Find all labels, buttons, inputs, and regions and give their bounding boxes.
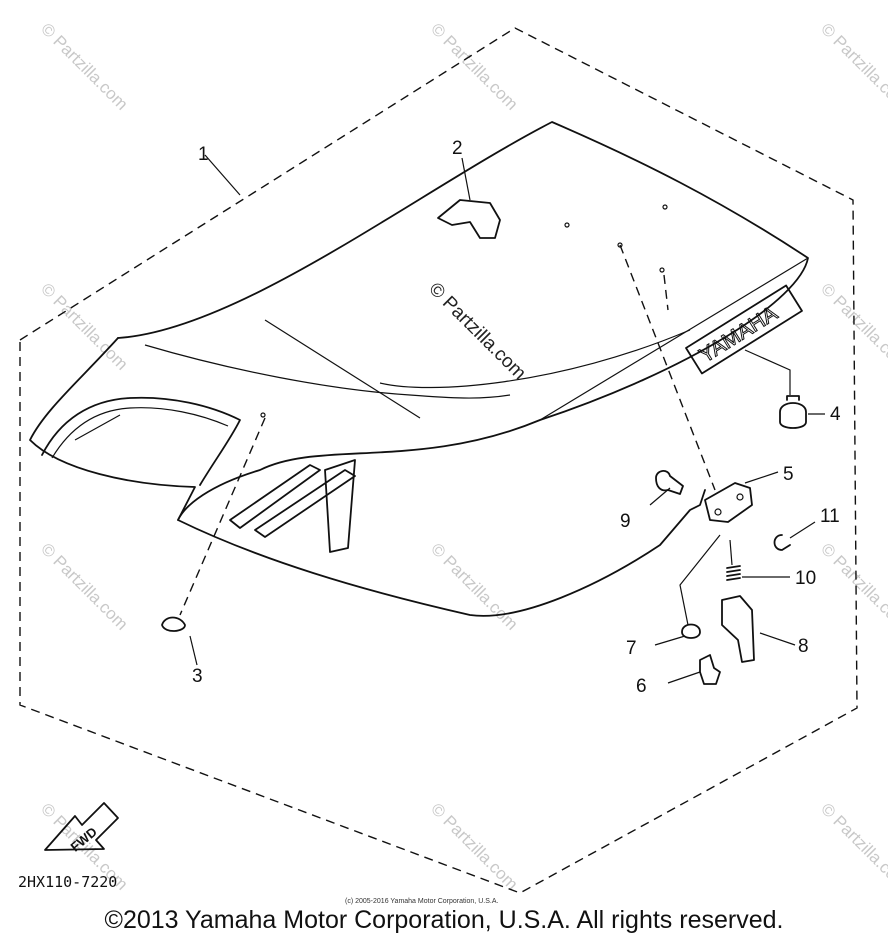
center-watermark: © Partzilla.com — [424, 279, 529, 384]
callout-9: 9 — [620, 511, 631, 532]
callout-1: 1 — [198, 144, 209, 165]
part-8-latch — [721, 595, 755, 663]
watermark: © Partzilla.com — [427, 539, 521, 633]
watermark: © Partzilla.com — [817, 539, 888, 633]
watermark: © Partzilla.com — [817, 19, 888, 113]
callout-7: 7 — [626, 638, 637, 659]
part-6-bolt — [699, 654, 721, 685]
watermark: © Partzilla.com — [427, 799, 521, 893]
watermark: © Partzilla.com — [37, 539, 131, 633]
assembly-boundary — [19, 27, 858, 894]
part-10-spring — [726, 565, 741, 581]
callout-8: 8 — [798, 636, 809, 657]
watermark: © Partzilla.com — [817, 799, 888, 893]
part-4-damper — [779, 395, 807, 429]
seat: YAMAHA — [29, 121, 809, 617]
diagram-part-number: 2HX110-7220 — [18, 873, 117, 891]
callout-6: 6 — [636, 676, 647, 697]
callouts: 1 2 3 4 5 6 7 8 9 10 11 — [192, 138, 841, 697]
footer-copyright: ©2013 Yamaha Motor Corporation, U.S.A. A… — [104, 906, 784, 934]
part-3-damper — [161, 616, 186, 632]
part-9-bolt — [655, 470, 684, 495]
yamaha-badge: YAMAHA — [685, 284, 803, 375]
callout-4: 4 — [830, 404, 841, 425]
callout-2: 2 — [452, 138, 463, 159]
watermark: © Partzilla.com — [37, 19, 131, 113]
part-11-clip — [773, 534, 791, 551]
callout-5: 5 — [783, 464, 794, 485]
watermark: © Partzilla.com — [37, 279, 131, 373]
callout-3: 3 — [192, 666, 203, 687]
watermark-layer: © Partzilla.com © Partzilla.com © Partzi… — [37, 19, 888, 893]
fwd-arrow: FWD — [44, 802, 119, 855]
watermark: © Partzilla.com — [817, 279, 888, 373]
small-copyright: (c) 2005-2016 Yamaha Motor Corporation, … — [345, 898, 498, 905]
part-7-washer — [681, 623, 701, 639]
leader-lines — [179, 154, 825, 684]
callout-10: 10 — [795, 568, 816, 589]
small-parts — [161, 395, 807, 685]
part-5-bracket — [704, 482, 753, 523]
callout-11: 11 — [820, 506, 840, 527]
